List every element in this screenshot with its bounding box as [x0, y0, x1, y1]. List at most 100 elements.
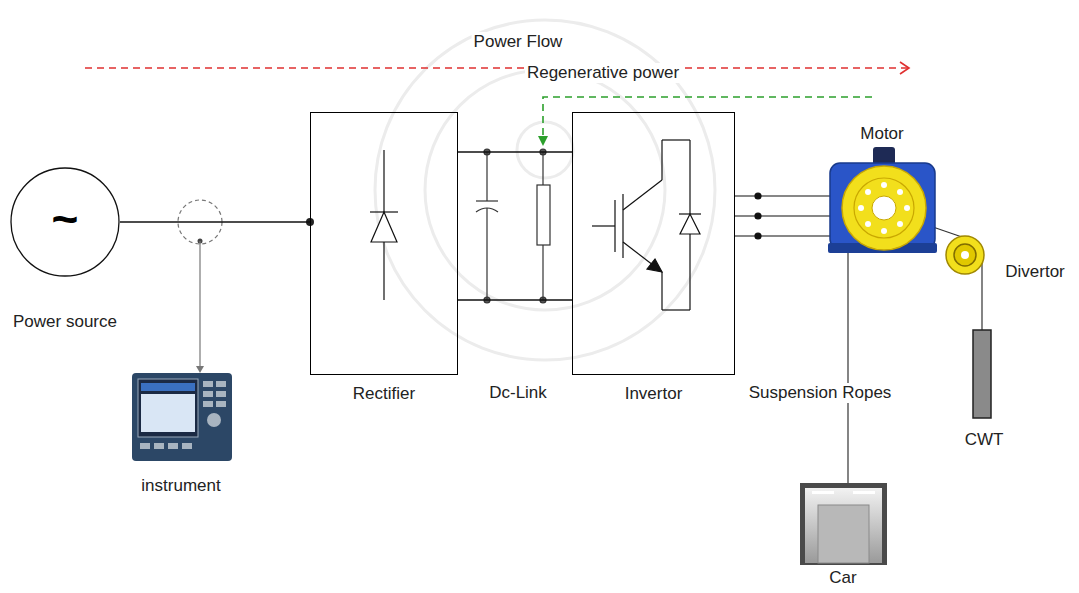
elevator-car-icon: [812, 491, 834, 494]
suspension-ropes: [847, 240, 848, 483]
capacitor-symbol: [476, 149, 498, 303]
traction-motor-icon: [897, 221, 903, 227]
divertor-pulley-icon: [954, 244, 976, 266]
resistor-symbol: [537, 185, 550, 245]
node-caption: Power source: [11, 312, 119, 332]
traction-motor-icon: [830, 163, 935, 249]
circle-outline: [11, 168, 119, 276]
capacitor-symbol: [486, 208, 487, 300]
diode-symbol: [370, 150, 398, 300]
wire-connector: [458, 299, 572, 300]
power-analyzer-icon: [141, 394, 195, 432]
motor-feed-wires: [755, 213, 761, 219]
watermark-seal: [375, 20, 715, 360]
igbt-symbol: [661, 140, 662, 180]
power-analyzer-icon: [216, 391, 226, 397]
elevator-car-icon: [800, 483, 887, 565]
igbt-symbol: [647, 259, 662, 272]
flow-label: Power Flow: [472, 32, 565, 52]
part-label: CWT: [963, 430, 1006, 450]
traction-motor-icon: [897, 189, 903, 195]
motor-feed-wires: [735, 215, 835, 216]
diode-symbol: [371, 212, 397, 242]
motor-feed-wires: [755, 193, 761, 199]
traction-motor-icon: [881, 182, 887, 188]
traction-motor-icon: [865, 221, 871, 227]
power-analyzer-icon: [182, 443, 192, 449]
traction-motor-icon: [904, 205, 910, 211]
motor-feed-wires: [735, 235, 835, 236]
igbt-symbol: [622, 194, 623, 258]
power-analyzer-icon: [140, 381, 226, 449]
power-analyzer-icon: [216, 401, 226, 407]
part-label: instrument: [139, 476, 222, 496]
traction-motor-icon: [828, 147, 937, 253]
power-analyzer-icon: [132, 373, 232, 461]
part-label: Dc-Link: [487, 383, 549, 403]
power-flow-arrow: [85, 62, 909, 74]
power-flow-arrow: [85, 67, 908, 69]
ac-symbol: ~: [52, 193, 79, 246]
counterweight-icon: [973, 330, 991, 418]
traction-motor-icon: [858, 205, 864, 211]
igbt-symbol: [662, 309, 690, 310]
power-analyzer-icon: [154, 443, 164, 449]
divertor-pulley-icon: [961, 251, 969, 259]
divertor-pulley-icon: [946, 236, 984, 274]
power-analyzer-icon: [203, 401, 213, 407]
power-analyzer-icon: [168, 443, 178, 449]
invertor-box: Invertor: [572, 112, 735, 375]
power-analyzer-icon: [216, 381, 226, 387]
node-caption: Invertor: [623, 384, 685, 404]
regenerative-arrow: [538, 136, 548, 146]
flow-label: Regenerative power: [525, 63, 681, 83]
igbt-symbol: [662, 139, 690, 140]
traction-motor-icon: [854, 178, 914, 238]
resistor-symbol: [537, 149, 550, 303]
motor-feed-wires: [735, 195, 835, 196]
elevator-car-icon: [853, 491, 875, 494]
part-label: Suspension Ropes: [747, 383, 894, 403]
watermark-seal: [375, 20, 715, 360]
wire-connector: [120, 221, 310, 222]
traction-motor-icon: [881, 228, 887, 234]
power-source-circle: ~Power source: [10, 167, 120, 277]
counterweight-icon: [973, 330, 991, 418]
motor-feed-wires: [735, 193, 835, 239]
igbt-symbol: [623, 180, 662, 210]
current-clamp: [199, 241, 200, 368]
igbt-symbol: [623, 242, 662, 272]
igbt-symbol: [592, 140, 701, 310]
regenerative-arrow: [538, 97, 872, 146]
suspension-ropes: [981, 258, 982, 330]
power-analyzer-icon: [207, 413, 221, 427]
igbt-symbol: [614, 200, 615, 252]
traction-motor-icon: [865, 189, 871, 195]
watermark-seal: [517, 122, 573, 178]
part-label: Car: [827, 568, 858, 588]
divertor-pulley-icon: [946, 236, 984, 274]
resistor-symbol: [542, 152, 543, 185]
igbt-symbol: [680, 214, 700, 234]
elevator-car-icon: [800, 483, 887, 565]
watermark-seal: [425, 70, 665, 310]
diode-symbol: [370, 211, 398, 212]
current-clamp: [178, 200, 222, 373]
power-analyzer-icon: [138, 379, 198, 437]
power-analyzer-icon: [141, 383, 195, 391]
regenerative-arrow: [543, 97, 872, 136]
resistor-symbol: [542, 245, 543, 300]
power-analyzer-icon: [203, 381, 213, 387]
power-analyzer-icon: [132, 373, 232, 461]
power-analyzer-icon: [140, 443, 150, 449]
traction-motor-icon: [842, 166, 926, 250]
capacitor-symbol: [476, 200, 498, 201]
rectifier-box: Rectifier: [310, 112, 458, 375]
igbt-symbol: [679, 213, 701, 214]
traction-motor-icon: [858, 182, 910, 234]
current-clamp: [196, 366, 204, 373]
igbt-symbol: [592, 225, 615, 226]
motor-feed-wires: [755, 233, 761, 239]
